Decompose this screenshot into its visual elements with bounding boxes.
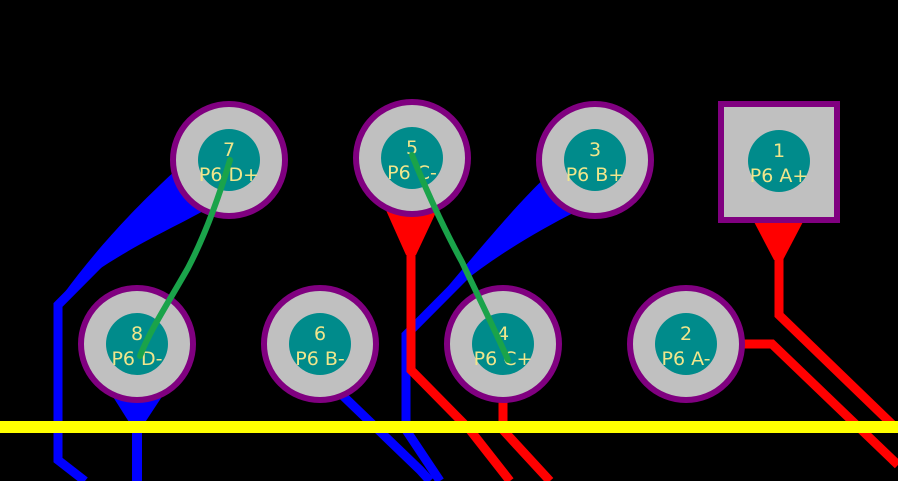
teardrop-pad8 — [110, 392, 165, 430]
ratsnest-lines — [137, 152, 511, 363]
pad-drill — [748, 130, 810, 192]
pad-1[interactable]: 1 P6 A+ — [718, 101, 840, 223]
pad-number: 7 — [223, 139, 235, 161]
pad-net-label: P6 C- — [387, 162, 437, 184]
pad-number: 5 — [406, 137, 418, 159]
trace-pad5-down[interactable] — [406, 240, 514, 481]
pad-drill — [655, 313, 717, 375]
pads-layer: 1P6 A+2P6 A-3P6 B+4P6 C+5P6 C-6P6 B-7P6 … — [78, 99, 840, 403]
pad-net-label: P6 B+ — [566, 164, 625, 186]
pad-number: 2 — [680, 323, 692, 345]
board-outline-line — [0, 421, 898, 433]
pad-number: 8 — [131, 323, 143, 345]
pad-number: 3 — [589, 139, 601, 161]
teardrop-pad5 — [385, 208, 438, 255]
pad-net-label: P6 A+ — [750, 165, 809, 187]
ratsnest-d-plus-to-d-minus — [137, 157, 233, 359]
blue-traces — [53, 168, 575, 481]
pad-drill — [564, 129, 626, 191]
pad-2[interactable]: 2 P6 A- — [627, 285, 745, 403]
teardrop-pad3 — [420, 175, 575, 320]
teardrop-pad7 — [62, 168, 205, 296]
pad-net-label: P6 B- — [295, 348, 344, 370]
pad-net-label: P6 D- — [111, 348, 162, 370]
pad-8[interactable]: 8 P6 D- — [78, 285, 196, 403]
trace-pad1-down[interactable] — [774, 245, 898, 434]
pad-drill — [289, 313, 351, 375]
trace-pad6-down[interactable] — [336, 389, 434, 481]
pad-net-label: P6 C+ — [474, 348, 533, 370]
pad-net-label: P6 A- — [661, 348, 710, 370]
ratsnest-c-minus-to-c-plus — [409, 152, 511, 363]
pad-6[interactable]: 6 P6 B- — [261, 285, 379, 403]
pad-number: 6 — [314, 323, 326, 345]
pad-net-label: P6 D+ — [199, 164, 259, 186]
pad-3[interactable]: 3 P6 B+ — [536, 101, 654, 219]
teardrop-pad1 — [752, 218, 805, 260]
pad-number: 1 — [773, 140, 785, 162]
